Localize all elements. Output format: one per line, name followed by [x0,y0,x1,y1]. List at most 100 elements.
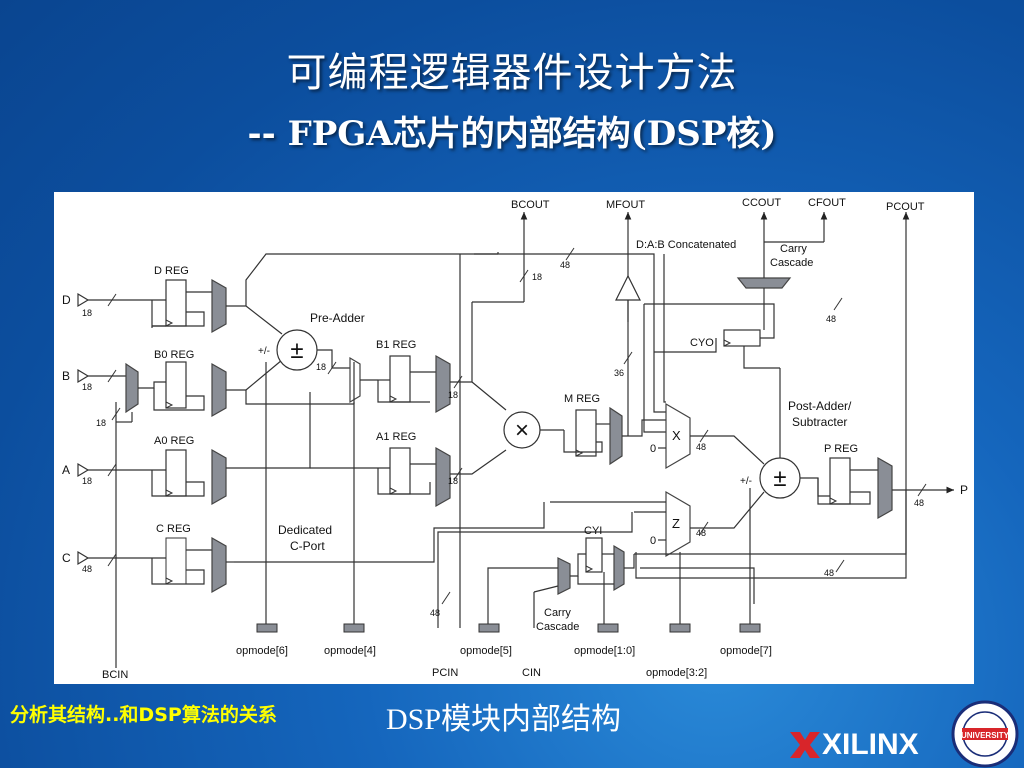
opmode7-box [739,623,761,633]
width-a1: 18 [448,476,458,486]
b0-reg-label: B0 REG [154,349,194,361]
width-pcin: 48 [430,608,440,618]
m-reg-label: M REG [564,393,600,405]
width-pre: 18 [316,362,326,372]
p-reg [829,457,851,505]
dsp-block-diagram: ± × ± BCOUT MFOUT CCOUT CFOUT PCOUT D B … [54,192,974,684]
width-c: 48 [82,564,92,574]
a-port-icon [77,462,90,478]
width-mfout: 36 [614,368,624,378]
pcin-label: PCIN [432,667,458,679]
x-mux [665,402,691,470]
opmode32-label: opmode[3:2] [646,667,707,679]
pre-adder-symbol: ± [290,337,303,364]
b1-reg-label: B1 REG [376,339,416,351]
width-b-down: 18 [96,418,106,428]
z-mux [665,490,691,558]
b0-reg [165,361,187,409]
dedicated-label-2: C-Port [290,539,325,553]
p-label: P [960,483,968,497]
carry-cascade-top-label-2: Cascade [770,257,813,269]
m-reg [575,409,597,457]
university-program-seal-icon: UNIVERSITY [951,700,1019,768]
cin-label: CIN [522,667,541,679]
opmode5-label: opmode[5] [460,645,512,657]
a1-mux [435,446,451,508]
a0-reg [165,449,187,497]
multiply-symbol: × [515,417,529,444]
a0-mux [211,448,227,506]
dedicated-label-1: Dedicated [278,523,332,537]
carry-cascade-bottom-label-2: Cascade [536,621,579,633]
carry-cascade-bottom-label-1: Carry [544,607,571,619]
d-reg-label: D REG [154,265,189,277]
d-reg [165,279,187,327]
bcin-label: BCIN [102,669,128,681]
p-mux [877,456,893,520]
pre-adder-label: Pre-Adder [310,311,365,325]
b-label: B [62,369,70,383]
opmode10-box [597,623,619,633]
xilinx-logo-mark-icon [790,732,820,758]
z-mux-label: Z [672,516,680,531]
post-adder-label-1: Post-Adder/ [788,399,852,413]
width-z: 48 [696,528,706,538]
b1-mux [435,354,451,414]
ccout-label: CCOUT [742,197,781,209]
b1-reg [389,355,411,403]
width-bcout: 18 [532,272,542,282]
post-adder-symbol: ± [773,465,786,492]
mfout-buffer [615,274,641,301]
opmode7-label: opmode[7] [720,645,772,657]
x-zero-label: 0 [650,443,656,455]
width-concat: 48 [560,260,570,270]
z-zero-label: 0 [650,535,656,547]
width-d: 18 [82,308,92,318]
carry-cascade-top-label-1: Carry [780,243,807,255]
b-input-mux [125,362,139,414]
a1-reg [389,447,411,495]
a1-reg-label: A1 REG [376,431,416,443]
c-mux [211,536,227,594]
d-port-icon [77,292,90,308]
carry-cascade-bottom [557,557,571,595]
svg-text:UNIVERSITY: UNIVERSITY [961,731,1010,740]
post-adder-label-2: Subtracter [792,415,847,429]
opmode6-label: opmode[6] [236,645,288,657]
opmode6-box [256,623,278,633]
opmode10-label: opmode[1:0] [574,645,635,657]
carry-cascade-top [736,277,792,289]
post-plusminus-label: +/- [740,476,752,487]
bcout-label: BCOUT [511,199,550,211]
opmode5-box [478,623,500,633]
m-mux [609,406,623,466]
d-mux [211,278,227,334]
d-label: D [62,293,71,307]
mfout-label: MFOUT [606,199,645,211]
pre-plusminus-label: +/- [258,346,270,357]
cyi-label: CYI [584,525,602,537]
pre-adder-mux [349,356,361,404]
width-cyo: 48 [826,314,836,324]
width-x: 48 [696,442,706,452]
width-c-bottom: 48 [824,568,834,578]
cyo-label: CYO [690,337,714,349]
width-b1: 18 [448,390,458,400]
slide-title: 可编程逻辑器件设计方法 [286,50,738,96]
width-b: 18 [82,382,92,392]
c-port-icon [77,550,90,566]
a0-reg-label: A0 REG [154,435,194,447]
width-a: 18 [82,476,92,486]
opmode4-box [343,623,365,633]
c-label: C [62,551,71,565]
b0-mux [211,362,227,418]
a-label: A [62,463,70,477]
footer-note: 分析其结构..和DSP算法的关系 [10,704,277,726]
width-p: 48 [914,498,924,508]
cfout-label: CFOUT [808,197,846,209]
xilinx-logo-text: XILINX [822,728,919,761]
c-reg-label: C REG [156,523,191,535]
cyi-mux [613,544,625,592]
b-port-icon [77,368,90,384]
slide-subtitle: -- FPGA芯片的内部结构(DSP核) [247,114,777,154]
